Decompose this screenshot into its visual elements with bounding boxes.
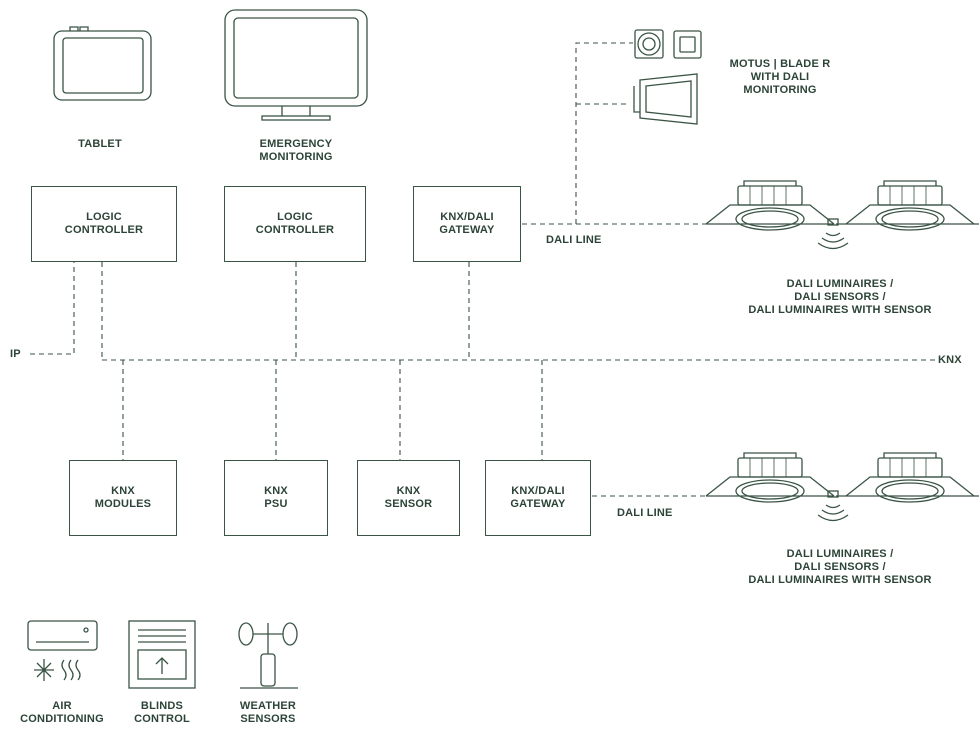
luminaires-top-label: DALI LUMINAIRES / DALI SENSORS / DALI LU… [748, 278, 932, 316]
tablet-icon [53, 26, 152, 101]
logic-controller-1-box: LOGIC CONTROLLER [31, 186, 177, 262]
ip-line [30, 262, 75, 355]
dali-line-top-label: DALI LINE [546, 234, 602, 246]
luminaire-top-1 [705, 180, 835, 231]
gateway-bottom-label: KNX/DALI GATEWAY [510, 485, 566, 510]
luminaires-bottom-label: DALI LUMINAIRES / DALI SENSORS / DALI LU… [748, 548, 932, 586]
logic-controller-2-label: LOGIC CONTROLLER [255, 211, 335, 236]
blinds-control-label: BLINDS CONTROL [134, 700, 190, 725]
emergency-monitoring-label: EMERGENCY MONITORING [259, 138, 333, 163]
ip-label: IP [10, 348, 21, 360]
luminaire-bottom-1 [705, 452, 835, 503]
air-conditioning-icon [27, 620, 98, 681]
knx-modules-box: KNX MODULES [69, 460, 177, 536]
weather-sensors-label: WEATHER SENSORS [239, 700, 297, 725]
knx-sensor-box: KNX SENSOR [357, 460, 460, 536]
motus-riser [575, 42, 633, 224]
motus-label: MOTUS | BLADE R WITH DALI MONITORING [729, 58, 831, 96]
logic-controller-1-label: LOGIC CONTROLLER [64, 211, 144, 236]
motus-keypad-round-icon [634, 29, 664, 59]
luminaire-top-2 [836, 180, 979, 231]
gateway-bottom-box: KNX/DALI GATEWAY [485, 460, 591, 536]
logic-controller-2-box: LOGIC CONTROLLER [224, 186, 366, 262]
air-conditioning-label: AIR CONDITIONING [20, 700, 104, 725]
motus-keypad-square-icon [673, 30, 702, 59]
knx-sensor-label: KNX SENSOR [384, 485, 433, 510]
knx-label: KNX [938, 354, 962, 366]
gateway-top-label: KNX/DALI GATEWAY [439, 211, 495, 236]
dali-line-bottom-label: DALI LINE [617, 507, 673, 519]
monitor-icon [224, 9, 368, 121]
dali-sensor-bottom-icon [817, 490, 849, 522]
knx-psu-box: KNX PSU [224, 460, 328, 536]
luminaire-bottom-2 [836, 452, 979, 503]
gateway-top-box: KNX/DALI GATEWAY [413, 186, 521, 262]
dashed-connections [30, 42, 935, 497]
dali-sensor-top-icon [817, 218, 849, 250]
knx-psu-label: KNX PSU [264, 485, 288, 510]
tablet-label: TABLET [78, 138, 122, 150]
knx-modules-label: KNX MODULES [94, 485, 152, 510]
blinds-control-icon [128, 620, 196, 689]
weather-sensor-icon [238, 622, 298, 689]
blade-r-panel-icon [633, 73, 698, 125]
